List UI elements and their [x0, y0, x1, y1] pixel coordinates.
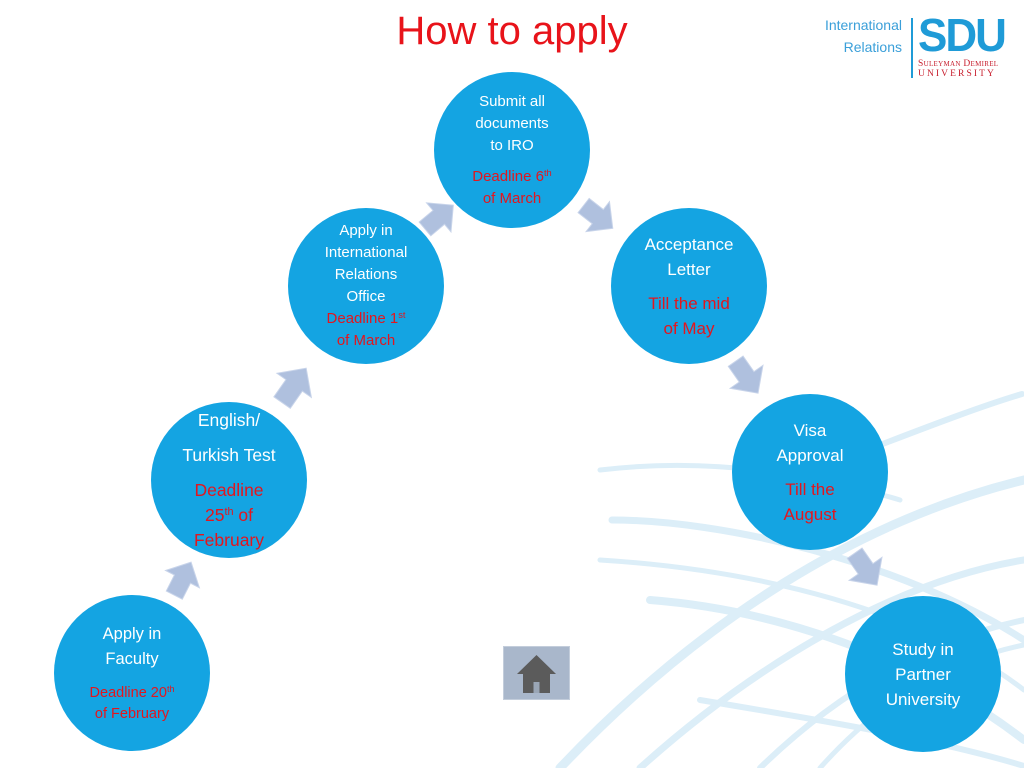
deadline-line: of May	[663, 318, 715, 338]
step-label-line: Acceptance	[644, 234, 734, 254]
step-label-line: Visa	[793, 420, 827, 440]
background-curve	[877, 391, 1024, 448]
step-deadline: Till the August	[784, 477, 837, 527]
step-visa-approval: Visa Approval Till the August	[732, 394, 888, 550]
step-label-line: English/	[197, 409, 261, 430]
step-language-test: English/ Turkish Test Deadline 25th of F…	[151, 402, 307, 558]
deadline-line: Deadline	[194, 479, 264, 500]
step-study-in-partner-university: Study in Partner University	[845, 596, 1001, 752]
step-label-line: Office	[346, 288, 386, 305]
step-label-line: Approval	[776, 445, 844, 465]
department-name: International Relations	[825, 14, 902, 58]
step-label: Acceptance Letter	[645, 232, 734, 282]
step-label-line: International	[324, 244, 408, 261]
step-label: English/ Turkish Test	[182, 408, 275, 468]
flow-arrow	[418, 202, 454, 237]
step-label-line: documents	[475, 114, 549, 132]
deadline-line: August	[783, 504, 837, 524]
step-label-line: Apply in	[102, 624, 162, 643]
header-divider	[911, 18, 913, 78]
flow-arrow	[273, 367, 313, 409]
deadline-line: of February	[94, 705, 170, 722]
background-curve	[555, 475, 1024, 768]
university-word: UNIVERSITY	[918, 69, 996, 79]
university-name: Suleyman Demirel	[918, 59, 999, 69]
flow-arrow	[164, 561, 201, 600]
deadline-line: Deadline 6th	[472, 166, 551, 188]
deadline-line: Deadline 20th	[90, 683, 175, 704]
deadline-text: Deadline 20	[89, 684, 167, 701]
step-acceptance-letter: Acceptance Letter Till the mid of May	[611, 208, 767, 364]
step-label-line: Letter	[667, 259, 711, 279]
deadline-text: 25	[205, 504, 225, 525]
deadline-line: of March	[336, 332, 396, 349]
step-apply-in-faculty: Apply in Faculty Deadline 20th of Februa…	[54, 595, 210, 751]
deadline-line: of March	[482, 189, 542, 207]
background-curve	[608, 516, 1024, 644]
deadline-text: of	[233, 504, 253, 525]
deadline-line: Till the	[785, 479, 835, 499]
deadline-line: February	[193, 529, 265, 550]
sdu-logo: SDU Suleyman Demirel UNIVERSITY	[918, 9, 1014, 79]
deadline-text: Deadline 1	[326, 310, 399, 327]
step-deadline: Deadline 1st of March	[327, 308, 406, 352]
deadline-text: Deadline 6	[472, 167, 544, 185]
home-icon	[517, 655, 556, 693]
ordinal-suffix: st	[398, 309, 406, 320]
department-line: Relations	[843, 39, 902, 55]
step-label-line: to IRO	[490, 136, 534, 154]
step-deadline: Deadline 20th of February	[90, 683, 175, 725]
deadline-line: 25th of	[194, 503, 264, 528]
step-submit-documents: Submit all documents to IRO Deadline 6th…	[434, 72, 590, 228]
page-title: How to apply	[396, 9, 628, 53]
step-label: Submit all documents to IRO	[475, 91, 548, 157]
home-button[interactable]	[503, 646, 570, 700]
step-label-line: Apply in	[339, 222, 393, 239]
step-label-line: Relations	[334, 266, 398, 283]
step-label-line: Faculty	[105, 649, 159, 668]
step-label: Study in Partner University	[886, 637, 961, 712]
step-deadline: Deadline 6th of March	[472, 166, 551, 210]
step-deadline: Till the mid of May	[648, 291, 730, 341]
flow-arrow	[846, 547, 883, 586]
department-line: International	[824, 17, 902, 33]
step-apply-in-iro: Apply in International Relations Office …	[288, 208, 444, 364]
deadline-line: Till the mid	[648, 293, 730, 313]
step-label-line: University	[885, 689, 961, 709]
step-label: Apply in Faculty	[103, 622, 162, 672]
ordinal-suffix: th	[166, 683, 175, 694]
logo-lettering: SDU	[918, 9, 1007, 62]
step-label-line: Turkish Test	[182, 444, 276, 465]
step-label-line: Study in	[892, 639, 954, 659]
step-label-line: Partner	[895, 664, 951, 684]
step-deadline: Deadline 25th of February	[194, 478, 264, 553]
flow-arrow	[727, 355, 764, 394]
step-label: Apply in International Relations Office	[325, 220, 408, 308]
deadline-line: Deadline 1st	[327, 308, 406, 330]
ordinal-suffix: th	[224, 505, 234, 518]
background-curve	[636, 556, 1024, 768]
ordinal-suffix: th	[543, 167, 552, 178]
step-label: Visa Approval	[776, 418, 843, 468]
flow-arrow	[577, 197, 614, 233]
step-label-line: Submit all	[479, 92, 545, 110]
